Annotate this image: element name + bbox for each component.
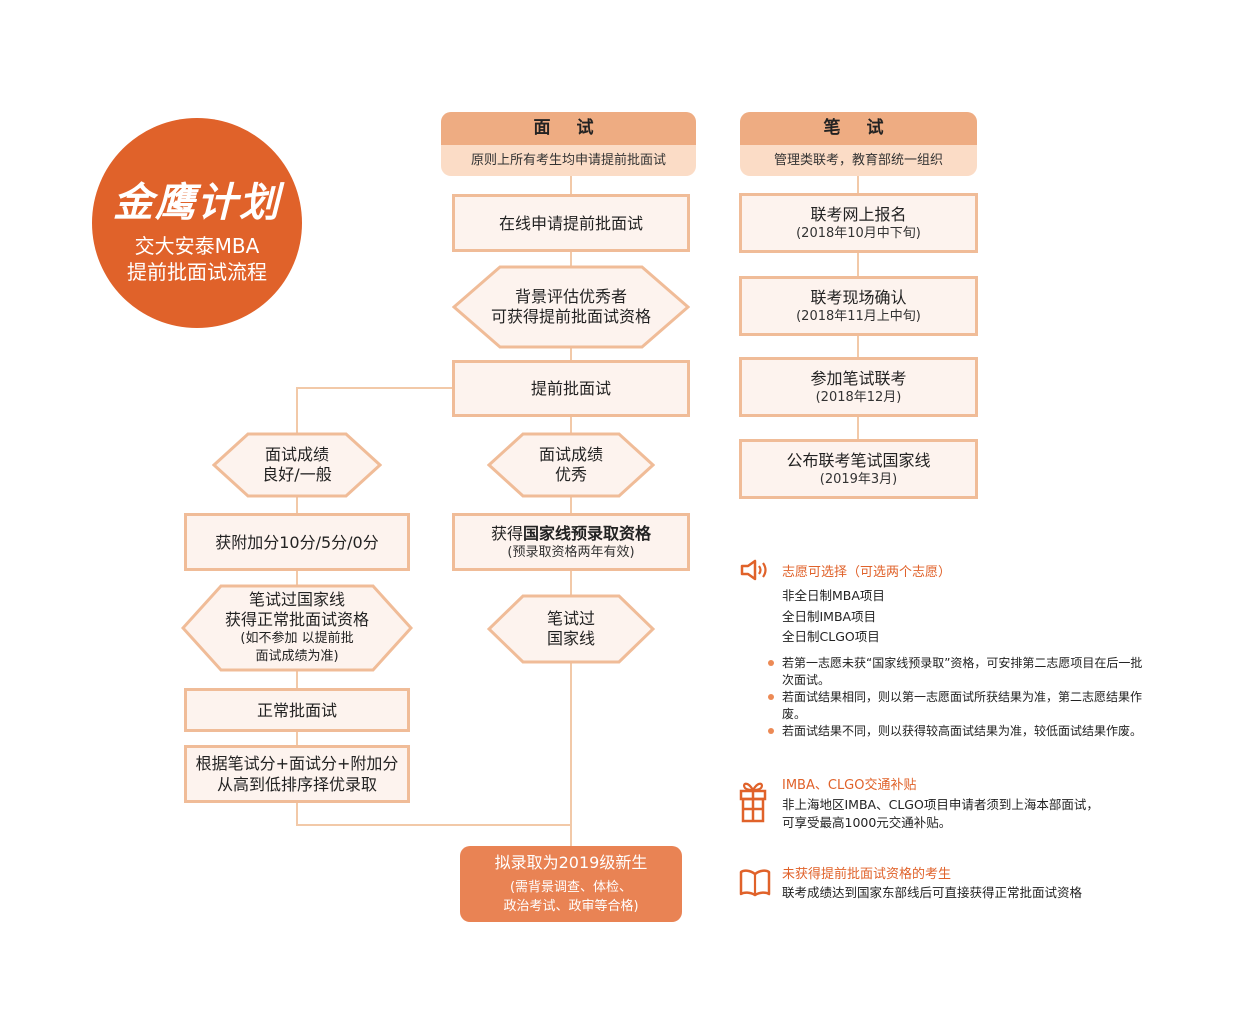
hexagon-shape — [181, 584, 413, 672]
step-text-bold: 国家线预录取资格 — [523, 523, 652, 543]
step-text: 在线申请提前批面试 — [498, 213, 643, 233]
logo-subtitle-2: 提前批面试流程 — [127, 260, 267, 284]
choices-programs: 非全日制MBA项目 全日制IMBA项目 全日制CLGO项目 — [782, 586, 885, 648]
step-text: 公布联考笔试国家线 — [786, 450, 931, 470]
subsidy-line-1: 非上海地区IMBA、CLGO项目申请者须到上海本部面试， — [782, 797, 1099, 812]
final-admission: 拟录取为2019级新生 (需背景调查、体检、 政治考试、政审等合格) — [460, 846, 682, 922]
program-item: 全日制IMBA项目 — [782, 608, 877, 624]
step-text: 提前批面试 — [530, 379, 611, 398]
step-normal-interview: 正常批面试 — [184, 688, 410, 732]
subsidy-text: 非上海地区IMBA、CLGO项目申请者须到上海本部面试， 可享受最高1000元交… — [782, 796, 1099, 832]
step-national-line-release: 公布联考笔试国家线 (2019年3月) — [739, 439, 978, 499]
final-note-1: (需背景调查、体检、 — [509, 880, 633, 895]
logo-brand: 金鹰计划 — [113, 179, 281, 226]
decision-pass-national-line: 笔试过 国家线 — [487, 594, 655, 664]
hex-note-1: (如不参加 以提前批 — [240, 631, 354, 646]
interview-header: 面 试 原则上所有考生均申请提前批面试 — [441, 112, 696, 176]
rule-bullet: 若第一志愿未获“国家线预录取”资格，可安排第二志愿项目在后一批次面试。 — [766, 655, 1146, 689]
step-text: 获得国家线预录取资格 — [491, 523, 651, 544]
hex-line-1: 笔试过国家线 — [248, 590, 345, 609]
step-apply-online: 在线申请提前批面试 — [452, 194, 690, 252]
hex-line-1: 背景评估优秀者 — [514, 287, 627, 306]
book-icon — [738, 866, 772, 898]
no-qualification-title: 未获得提前批面试资格的考生 — [782, 867, 952, 882]
logo-subtitle-1: 交大安泰MBA — [134, 234, 260, 258]
hexagon-shape — [452, 265, 690, 349]
choices-title: 志愿可选择（可选两个志愿） — [782, 565, 952, 580]
subsidy-title: IMBA、CLGO交通补贴 — [782, 778, 917, 793]
connector-center-vertical — [570, 176, 572, 846]
written-header: 笔 试 管理类联考，教育部统一组织 — [740, 112, 977, 176]
hex-line-1: 面试成绩 — [538, 445, 603, 464]
step-preadmission: 获得国家线预录取资格 (预录取资格两年有效) — [452, 513, 690, 571]
step-note: (预录取资格两年有效) — [507, 544, 635, 560]
step-text: 正常批面试 — [256, 700, 337, 720]
logo-circle: 金鹰计划 交大安泰MBA 提前批面试流程 — [92, 118, 302, 328]
step-date: (2018年10月中下旬) — [796, 225, 921, 241]
final-note-2: 政治考试、政审等合格) — [503, 899, 639, 914]
written-header-title: 笔 试 — [740, 112, 977, 145]
decision-score-excellent: 面试成绩 优秀 — [487, 432, 655, 498]
step-line-2: 从高到低排序择优录取 — [216, 775, 377, 794]
hex-line-1: 笔试过 — [546, 609, 595, 628]
decision-background-eval: 背景评估优秀者 可获得提前批面试资格 — [452, 265, 690, 349]
hex-line-2: 优秀 — [554, 465, 587, 484]
hex-line-2: 获得正常批面试资格 — [224, 610, 369, 629]
hex-line-2: 可获得提前批面试资格 — [490, 307, 651, 326]
connector-branch-horizontal — [296, 387, 454, 389]
no-qualification-text: 联考成绩达到国家东部线后可直接获得正常批面试资格 — [782, 885, 1083, 900]
connector-merge-horizontal — [296, 824, 572, 826]
hex-note-2: 面试成绩为准) — [255, 649, 339, 664]
step-date: (2019年3月) — [819, 471, 898, 487]
interview-header-title: 面 试 — [441, 112, 696, 145]
program-item: 非全日制MBA项目 — [782, 588, 885, 603]
hexagon-shape — [212, 432, 382, 498]
step-date: (2018年12月) — [815, 389, 902, 405]
rule-bullet: 若面试结果相同，则以第一志愿面试所获结果为准，第二志愿结果作废。 — [766, 689, 1146, 723]
step-early-interview: 提前批面试 — [452, 360, 690, 417]
rule-bullet: 若面试结果不同，则以获得较高面试结果为准，较低面试结果作废。 — [766, 723, 1146, 740]
step-text: 获附加分10分/5分/0分 — [215, 532, 379, 552]
program-item: 全日制CLGO项目 — [782, 629, 880, 644]
step-text: 联考网上报名 — [810, 204, 907, 224]
step-text: 联考现场确认 — [810, 287, 907, 307]
hex-line-2: 良好/一般 — [262, 465, 332, 484]
hex-line-2: 国家线 — [546, 629, 595, 648]
speaker-icon — [739, 558, 771, 582]
step-text: 参加笔试联考 — [810, 368, 907, 388]
step-onsite-confirmation: 联考现场确认 (2018年11月上中旬) — [739, 276, 978, 336]
interview-header-subtitle: 原则上所有考生均申请提前批面试 — [470, 153, 666, 168]
step-online-registration: 联考网上报名 (2018年10月中下旬) — [739, 193, 978, 253]
step-text-prefix: 获得 — [490, 523, 523, 543]
hexagon-shape — [487, 594, 655, 664]
step-written-exam: 参加笔试联考 (2018年12月) — [739, 357, 978, 417]
hex-line-1: 面试成绩 — [264, 445, 329, 464]
step-date: (2018年11月上中旬) — [796, 308, 921, 324]
subsidy-line-2: 可享受最高1000元交通补贴。 — [782, 815, 952, 830]
hexagon-shape — [487, 432, 655, 498]
choices-rules: 若第一志愿未获“国家线预录取”资格，可安排第二志愿项目在后一批次面试。 若面试结… — [766, 655, 1146, 740]
step-ranking-admission: 根据笔试分+面试分+附加分 从高到低排序择优录取 — [184, 745, 410, 803]
step-bonus-points: 获附加分10分/5分/0分 — [184, 513, 410, 571]
step-line-1: 根据笔试分+面试分+附加分 — [195, 754, 399, 773]
decision-score-good: 面试成绩 良好/一般 — [212, 432, 382, 498]
decision-normal-qualification: 笔试过国家线 获得正常批面试资格 (如不参加 以提前批 面试成绩为准) — [181, 584, 413, 672]
written-header-subtitle: 管理类联考，教育部统一组织 — [773, 153, 943, 168]
final-title: 拟录取为2019级新生 — [494, 853, 648, 872]
gift-icon — [739, 778, 767, 826]
